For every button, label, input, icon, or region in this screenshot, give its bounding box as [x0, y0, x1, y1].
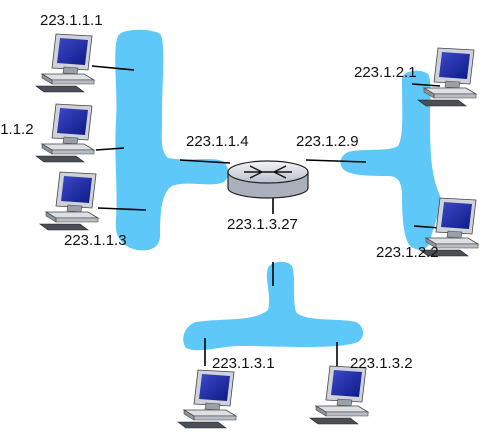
desktop-computer-icon — [177, 369, 237, 429]
desktop-computer-icon — [35, 103, 95, 163]
host-address-label: 223.1.2.2 — [376, 244, 439, 261]
wire-host-223-1-1-2 — [95, 147, 125, 151]
wire-host-223-1-1-1 — [91, 65, 135, 71]
wire-router-subnet-2 — [305, 159, 367, 163]
router-interface-label: 223.1.3.27 — [227, 216, 298, 233]
host-address-label: 223.1.1.1 — [40, 12, 103, 29]
subnet-3-segment — [183, 261, 364, 351]
host-address-label: 223.1.3.1 — [212, 355, 275, 372]
desktop-computer-icon — [39, 171, 99, 231]
desktop-computer-icon — [35, 33, 95, 93]
wire-host-223-1-1-3 — [97, 207, 147, 211]
subnet-1-segment — [115, 29, 229, 251]
router-interface-label: 223.1.1.4 — [186, 133, 249, 150]
wire-router-subnet-1 — [179, 159, 231, 164]
host-address-label: 223.1.1.3 — [64, 232, 127, 249]
host-address-label: 223.1.2.1 — [354, 64, 417, 81]
host-address-label: 223.1.1.2 — [0, 121, 34, 138]
wire-host-223-1-2-1 — [411, 83, 441, 87]
host-address-label: 223.1.3.2 — [350, 355, 413, 372]
subnet-2-segment — [340, 70, 441, 250]
desktop-computer-icon — [309, 365, 369, 425]
router-interface-label: 223.1.2.9 — [296, 133, 359, 150]
router-icon — [227, 160, 309, 199]
wire-host-223-1-2-2 — [413, 225, 441, 229]
